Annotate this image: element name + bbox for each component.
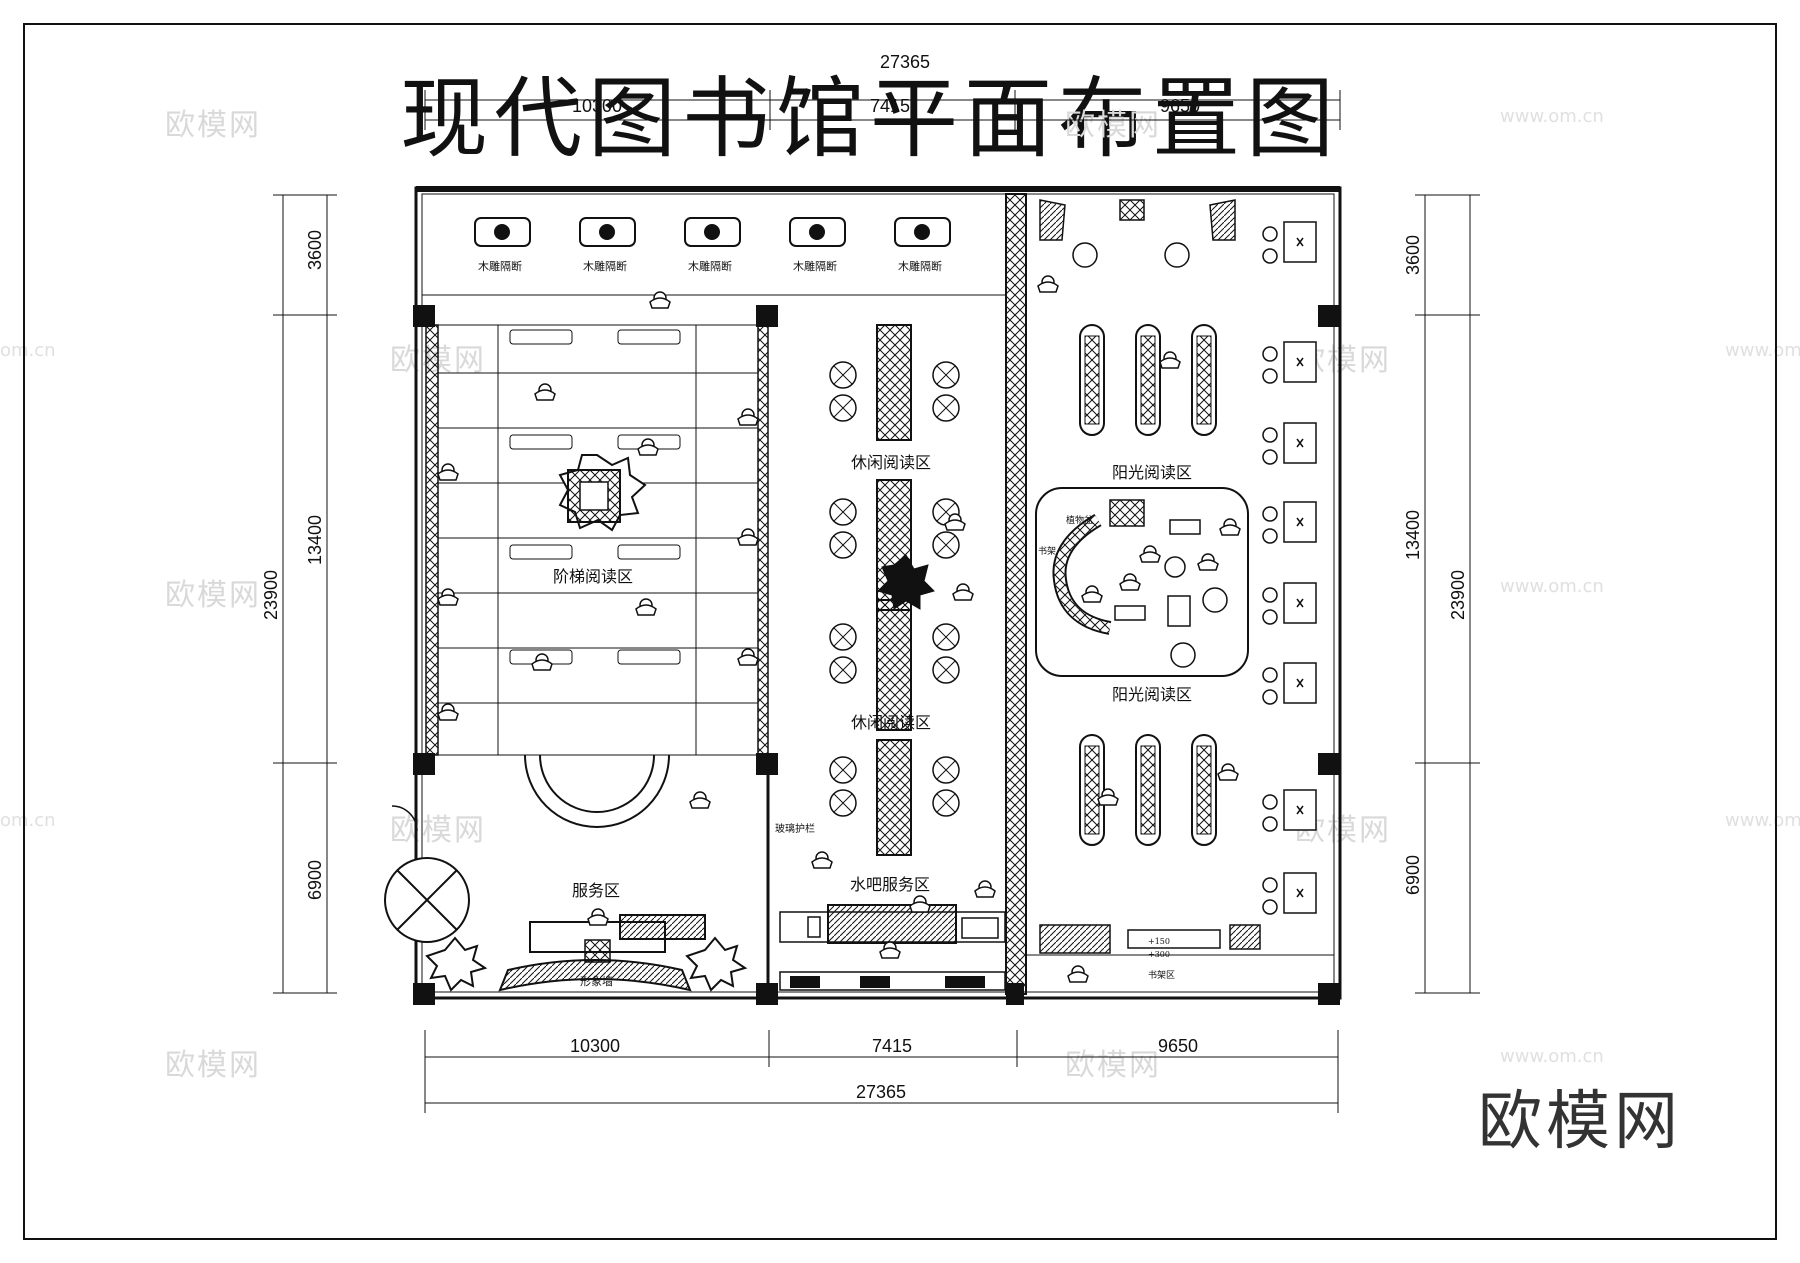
- drawing-title: 现代图书馆平面布置图: [400, 67, 1341, 170]
- watermark-logo: 欧模网: [1065, 108, 1161, 143]
- bottom-total-dim: 27365: [856, 1082, 906, 1102]
- left-dimension: [273, 194, 337, 994]
- leisure-tables: [876, 324, 912, 856]
- zone-leisure-reading-2: 休闲阅读区: [851, 713, 931, 732]
- zone-leisure-reading-1: 休闲阅读区: [851, 453, 931, 472]
- right-total-dim: 23900: [1448, 570, 1468, 620]
- partition-label: 木雕隔断: [583, 259, 627, 273]
- corner-plants: [425, 936, 748, 992]
- top-dim-1: 10300: [572, 96, 622, 116]
- wood-partitions: [474, 217, 951, 247]
- top-dim-3: 9650: [1160, 96, 1200, 116]
- top-right-lounge: [1039, 199, 1236, 268]
- image-wall-label: 形象墙: [580, 974, 613, 988]
- glass-rail-label: 玻璃护栏: [775, 822, 815, 835]
- bottom-dim-3: 9650: [1158, 1036, 1198, 1056]
- sunshine-bottom-strip: [1026, 924, 1334, 956]
- right-dim-1: 3600: [1403, 235, 1423, 275]
- service-counter: [529, 914, 706, 963]
- watermark-logo: 欧模网: [165, 1048, 261, 1083]
- entrance-door: [384, 805, 470, 943]
- drawing-frame: [23, 23, 1777, 1240]
- partition-label: 木雕隔断: [688, 259, 732, 273]
- left-total-dim: 23900: [261, 570, 281, 620]
- left-dim-1: 3600: [305, 230, 325, 270]
- left-dim-2: 13400: [305, 515, 325, 565]
- bottom-dim-2: 7415: [872, 1036, 912, 1056]
- partition-label: 木雕隔断: [478, 259, 522, 273]
- zone-sunshine-reading-2: 阳光阅读区: [1112, 685, 1192, 704]
- zone-service: 服务区: [572, 881, 620, 900]
- level-label: +150: [1148, 937, 1170, 946]
- right-dim-2: 13400: [1403, 510, 1423, 560]
- watermark-url: www.om.cn: [1500, 106, 1604, 127]
- zone-stair-reading: 阶梯阅读区: [553, 567, 633, 586]
- watermark-url: www.om.cn: [1500, 576, 1604, 597]
- stair-rail-left: [425, 324, 439, 756]
- left-dim-3: 6900: [305, 860, 325, 900]
- bottom-dimension: [424, 1030, 1339, 1113]
- top-dimension: [424, 90, 1341, 130]
- watermark-url: www.om.cn: [1725, 810, 1800, 831]
- watermark-logo: 欧模网: [165, 108, 261, 143]
- central-planter: [558, 454, 647, 532]
- sunshine-lounge: [1035, 487, 1249, 677]
- watermark-url: om.cn: [0, 810, 56, 831]
- watermark-logo: 欧模网: [165, 578, 261, 613]
- right-dimension: [1415, 194, 1480, 994]
- level-label: +300: [1148, 950, 1170, 959]
- watermark-logo: 欧模网: [390, 813, 486, 848]
- window-desks: [1262, 221, 1317, 915]
- leisure-plant: [877, 554, 935, 610]
- plant-pot-label: 植物盆: [1066, 514, 1093, 526]
- stair-rail-right: [757, 324, 769, 756]
- brand-logo: 欧模网: [1478, 1085, 1682, 1159]
- partition-label: 木雕隔断: [898, 259, 942, 273]
- bottom-dim-1: 10300: [570, 1036, 620, 1056]
- partition-label: 木雕隔断: [793, 259, 837, 273]
- top-total-dim: 27365: [880, 52, 930, 72]
- watermark-url: om.cn: [0, 340, 56, 361]
- glass-partition-wall: [1005, 193, 1027, 995]
- watermark-url: www.om.cn: [1500, 1046, 1604, 1067]
- right-dim-3: 6900: [1403, 855, 1423, 895]
- bookshelf-label: 书架: [1038, 546, 1056, 557]
- watermark-logo: 欧模网: [1065, 1048, 1161, 1083]
- bookshelf-area-label: 书架区: [1148, 970, 1175, 981]
- zone-water-bar: 水吧服务区: [850, 875, 930, 894]
- zone-sunshine-reading-1: 阳光阅读区: [1112, 463, 1192, 482]
- watermark-url: www.om.cn: [1725, 340, 1800, 361]
- water-bar-counter: [779, 904, 1006, 991]
- stair-steps: [437, 324, 759, 756]
- service-arc: [524, 754, 670, 828]
- top-dim-2: 7415: [870, 96, 910, 116]
- image-wall: [498, 959, 692, 992]
